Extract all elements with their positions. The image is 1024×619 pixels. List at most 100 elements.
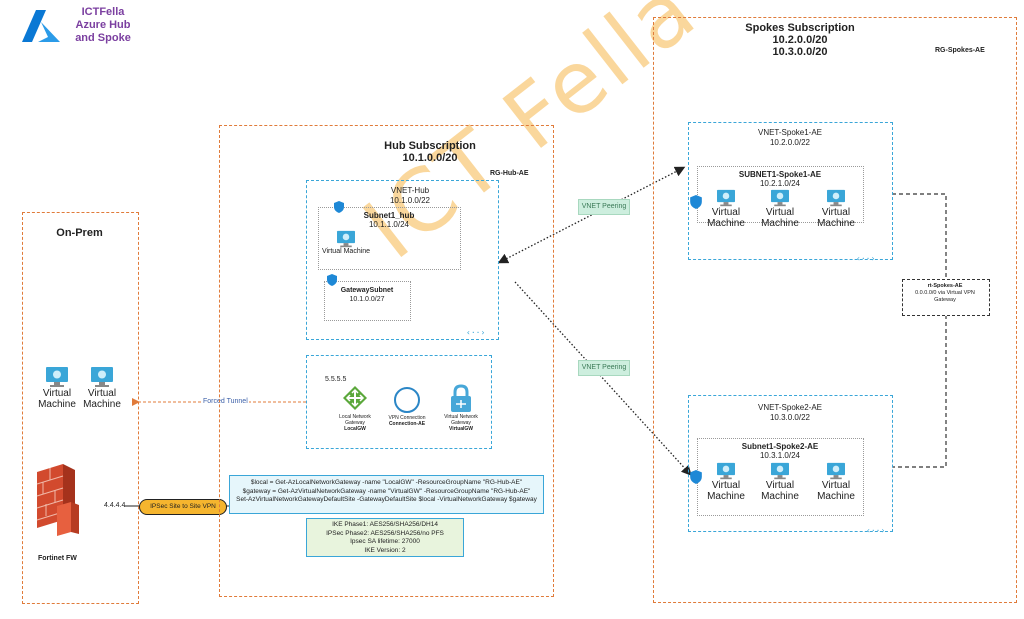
vm-label-line1: Virtual xyxy=(765,207,795,218)
lng-line1: Local Network xyxy=(339,414,371,420)
onprem-vm-2[interactable]: Virtual Machine xyxy=(78,366,126,410)
logo-line2: Azure Hub xyxy=(75,19,131,31)
spoke1-vm-3[interactable]: Virtual Machine xyxy=(812,189,860,229)
virtual-machine-icon xyxy=(91,367,113,387)
vpn-connection[interactable]: VPN Connection Connection-AE xyxy=(382,385,432,427)
spoke1-vnet-cidr: 10.2.0.0/22 xyxy=(769,138,811,147)
vng-line1: Virtual Network xyxy=(444,414,478,420)
virtual-machine-icon xyxy=(827,189,845,207)
vm-label-line1: Virtual xyxy=(821,207,851,218)
route-table-line xyxy=(892,193,947,468)
virtual-machine-icon xyxy=(717,189,735,207)
shield-icon xyxy=(327,274,337,286)
vm-label: Virtual Machine xyxy=(321,248,371,255)
vng-line2: Gateway xyxy=(451,420,471,426)
shield-icon xyxy=(690,195,702,209)
spokes-cidr1: 10.2.0.0/20 xyxy=(772,34,828,46)
spoke2-vm-2[interactable]: Virtual Machine xyxy=(756,462,804,502)
vm-label-line2: Machine xyxy=(707,491,745,502)
hub-cidr: 10.1.0.0/20 xyxy=(402,152,458,164)
vm-label-line1: Virtual xyxy=(821,480,851,491)
virtual-network-gateway-icon xyxy=(451,384,471,412)
hub-vm[interactable]: Virtual Machine xyxy=(320,230,372,256)
hub-gwsubnet-cidr: 10.1.0.0/27 xyxy=(349,296,385,303)
hub-rg: RG-Hub-AE xyxy=(490,170,529,177)
spoke1-subnet-cidr: 10.2.1.0/24 xyxy=(759,179,801,188)
peering-line-spoke2 xyxy=(514,281,692,476)
hub-gateway-ip: 5.5.5.5 xyxy=(325,376,347,383)
hub-gateway-box xyxy=(306,355,492,449)
virtual-machine-icon xyxy=(771,189,789,207)
powershell-commands: $local = Get-AzLocalNetworkGateway -name… xyxy=(229,475,544,514)
onprem-vm-1[interactable]: Virtual Machine xyxy=(33,366,81,410)
spoke1-vnet-box xyxy=(688,122,893,260)
vnet-peering-icon: ‹··› xyxy=(856,254,876,263)
firewall-icon xyxy=(36,464,79,536)
vm-label-line2: Machine xyxy=(707,218,745,229)
hub-vnet-box xyxy=(306,180,499,340)
spoke1-subnet-name: SUBNET1-Spoke1-AE xyxy=(738,170,822,179)
ike-line3: Ipsec SA lifetime: 27000 xyxy=(350,538,420,545)
vm-label-line2: Machine xyxy=(817,218,855,229)
spokes-cidr2: 10.3.0.0/20 xyxy=(772,46,828,58)
spoke1-subnet-box xyxy=(697,166,864,223)
onprem-box xyxy=(22,212,139,604)
local-network-gateway[interactable]: Local Network Gateway LocalGW xyxy=(330,385,380,432)
virtual-network-gateway[interactable]: Virtual Network Gateway VirtualGW xyxy=(436,384,486,432)
hub-gatewaysubnet-box xyxy=(324,281,411,321)
vm-label-line1: Virtual xyxy=(711,207,741,218)
hub-title: Hub Subscription xyxy=(384,140,476,152)
spoke2-vm-3[interactable]: Virtual Machine xyxy=(812,462,860,502)
lng-name: LocalGW xyxy=(344,426,366,432)
spoke2-vnet-box xyxy=(688,395,893,532)
onprem-public-ip: 4.4.4.4 xyxy=(104,502,126,509)
shield-icon xyxy=(334,201,344,213)
vm-label-line1: Virtual xyxy=(765,480,795,491)
virtual-machine-icon xyxy=(337,230,355,248)
spokes-title: Spokes Subscription xyxy=(745,22,855,34)
hub-gwsubnet-name: GatewaySubnet xyxy=(340,287,394,294)
vm-label-line1: Virtual xyxy=(42,388,72,399)
azure-logo-icon xyxy=(22,10,60,42)
vm-label-line1: Virtual xyxy=(87,388,117,399)
logo: ICTFella Azure Hub and Spoke xyxy=(20,6,131,46)
hub-subnet1-box xyxy=(318,207,461,270)
vpnconn-line1: VPN Connection xyxy=(388,415,426,421)
spoke1-vm-1[interactable]: Virtual Machine xyxy=(702,189,750,229)
vm-label-line2: Machine xyxy=(761,218,799,229)
vpn-connection-icon xyxy=(394,387,420,413)
vm-label-line1: Virtual xyxy=(711,480,741,491)
hub-subscription-box xyxy=(219,125,554,597)
ike-line4: IKE Version: 2 xyxy=(364,546,406,554)
fortinet-firewall[interactable] xyxy=(33,462,83,542)
lng-line2: Gateway xyxy=(345,420,365,426)
ipsec-vpn-label: IPSec Site to Site VPN xyxy=(150,503,216,510)
forced-tunnel-label: Forced Tunnel xyxy=(202,398,249,406)
ike-line2: IPSec Phase2: AES256/SHA256/no PFS xyxy=(326,529,444,537)
route-table-line1: 0.0.0.0/0 via Virtual VPN xyxy=(915,290,975,296)
route-table-box xyxy=(902,279,990,316)
hub-vnet-cidr: 10.1.0.0/22 xyxy=(389,196,431,205)
spoke2-subnet-cidr: 10.3.1.0/24 xyxy=(759,451,801,460)
spoke2-vnet-name: VNET-Spoke2-AE xyxy=(757,403,823,412)
spoke1-vm-2[interactable]: Virtual Machine xyxy=(756,189,804,229)
route-table-text: rt-Spokes-AE 0.0.0.0/0 via Virtual VPN G… xyxy=(902,283,988,304)
ps-line1: $local = Get-AzLocalNetworkGateway -name… xyxy=(250,479,523,486)
spoke2-subnet-name: Subnet1-Spoke2-AE xyxy=(741,442,819,451)
ipsec-vpn-badge[interactable]: IPSec Site to Site VPN xyxy=(139,499,227,515)
route-table-name: rt-Spokes-AE xyxy=(927,283,963,289)
logo-line1: ICTFella xyxy=(81,6,125,18)
vng-name: VirtualGW xyxy=(448,426,474,432)
vm-label-line2: Machine xyxy=(38,399,76,410)
hub-subnet1-name: Subnet1_hub xyxy=(363,211,415,220)
onprem-title: On-Prem xyxy=(56,227,103,239)
ps-line3: Set-AzVirtualNetworkGatewayDefaultSite -… xyxy=(236,496,537,503)
virtual-machine-icon xyxy=(46,367,68,387)
spoke2-vm-1[interactable]: Virtual Machine xyxy=(702,462,750,502)
spoke1-vnet-name: VNET-Spoke1-AE xyxy=(757,128,823,137)
virtual-machine-icon xyxy=(717,462,735,480)
vnet-peering-label-2: VNET Peering xyxy=(578,360,630,376)
spokes-rg: RG-Spokes-AE xyxy=(935,47,985,54)
spokes-subscription-box xyxy=(653,17,1017,603)
virtual-machine-icon xyxy=(771,462,789,480)
